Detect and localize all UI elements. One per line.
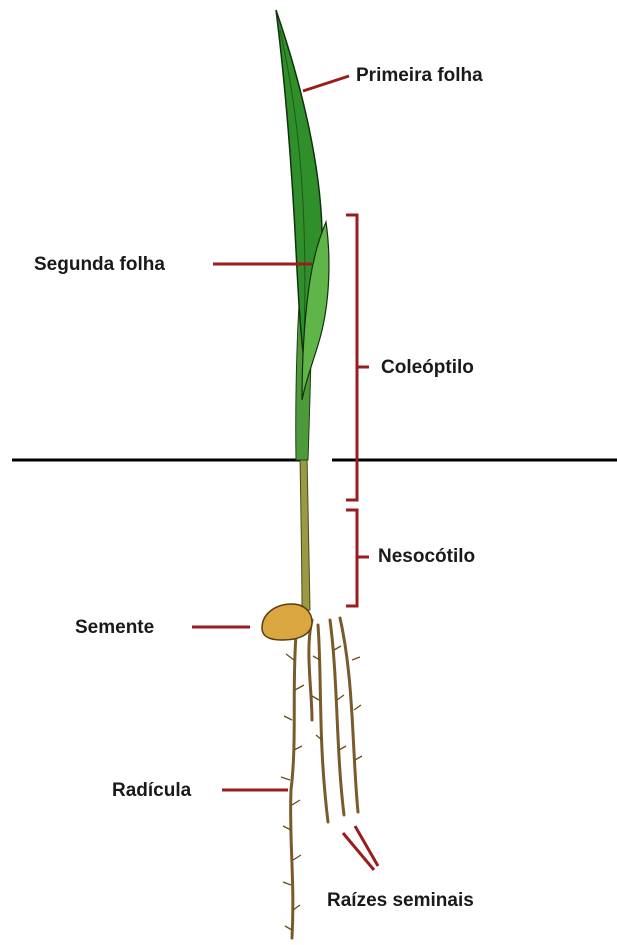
leader-lines: [192, 76, 378, 870]
label-coleoptilo: Coleóptilo: [381, 358, 474, 377]
seed-icon: [262, 604, 312, 640]
label-segunda-folha: Segunda folha: [34, 255, 165, 274]
leader-primeira-folha: [303, 76, 349, 91]
nesocotilo-bracket: [346, 510, 369, 606]
label-nesocotilo: Nesocótilo: [378, 547, 475, 566]
label-raizes-seminais: Raízes seminais: [327, 891, 474, 910]
coleoptilo-bracket: [346, 215, 369, 500]
label-primeira-folha: Primeira folha: [356, 66, 483, 85]
stem: [300, 455, 310, 610]
label-semente: Semente: [75, 618, 154, 637]
label-radicula: Radícula: [112, 781, 191, 800]
